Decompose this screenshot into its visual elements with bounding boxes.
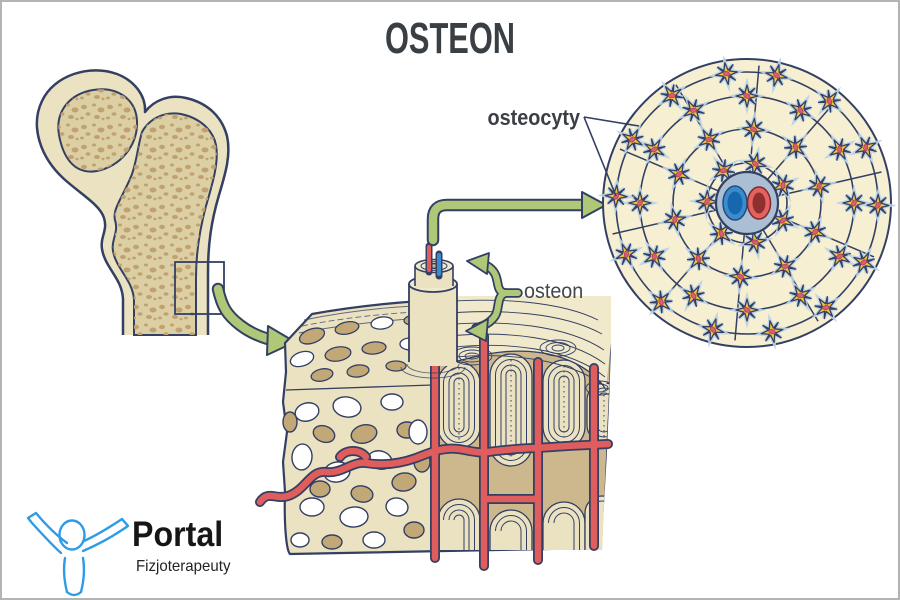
page-title: OSTEON <box>384 14 516 63</box>
top-face-band <box>430 296 611 390</box>
osteocyte-pointer-lines <box>583 116 640 197</box>
osteon-brace-arrow-icon <box>465 252 523 342</box>
haversian-canal <box>714 170 780 236</box>
osteocyte-circle <box>583 58 892 348</box>
femur-spongy-shaft <box>111 112 218 336</box>
cylinder-vessel-sticks <box>425 242 443 280</box>
femur-spongy-head <box>57 88 139 173</box>
front-face-spongy-holes <box>282 393 431 550</box>
logo-figure-icon <box>26 511 130 597</box>
osteocytes-label: osteocyty <box>487 105 580 130</box>
cylinder-to-circle-arrow-icon <box>426 191 607 247</box>
femur-illustration <box>35 69 230 336</box>
extracted-osteon-cylinder <box>400 242 466 379</box>
logo-brand-text: Portal <box>132 515 224 554</box>
femur-to-block-arrow-icon <box>211 282 296 356</box>
osteon-label: osteon <box>524 280 584 303</box>
logo-subtitle-text: Fizjoterapeuty <box>136 558 231 575</box>
bone-block-illustration <box>255 242 613 571</box>
osteon-lamellae-lower <box>443 500 611 550</box>
compact-fold-line <box>430 350 607 391</box>
blood-vessels <box>255 331 613 571</box>
